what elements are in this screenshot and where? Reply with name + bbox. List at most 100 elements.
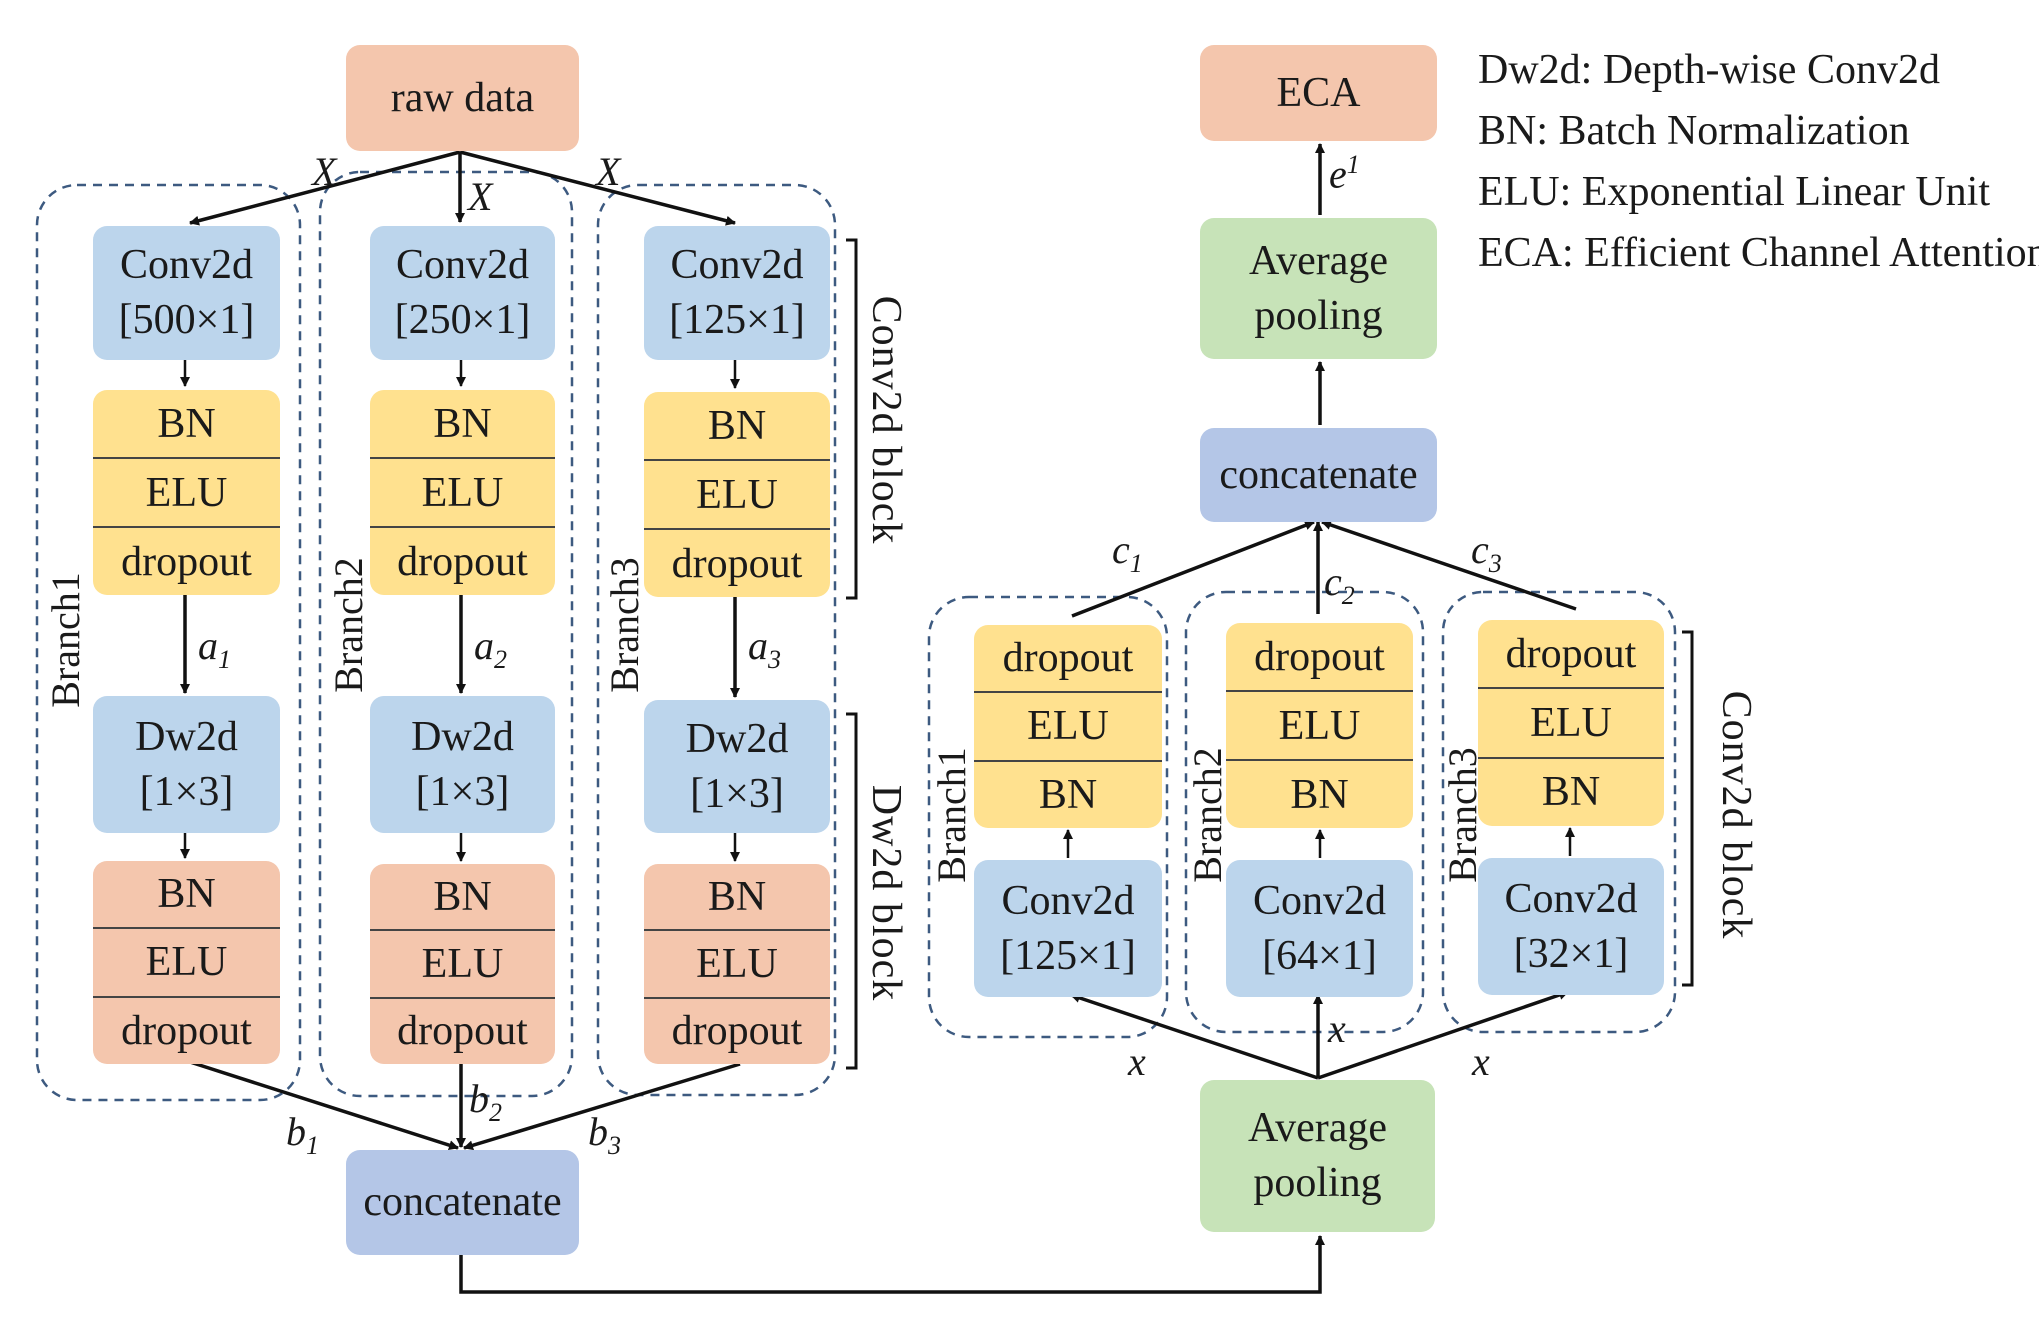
conv-label: Conv2d bbox=[119, 242, 253, 289]
right-branch1-conv-box: Conv2d [125×1] bbox=[974, 860, 1162, 997]
c2-label: c2 bbox=[1324, 559, 1355, 610]
input-var-left-1: X bbox=[312, 149, 337, 194]
left-branch2-dw-stack: BN ELU dropout bbox=[370, 864, 555, 1064]
conv-kernel: [125×1] bbox=[1000, 932, 1136, 979]
a2-label: a2 bbox=[474, 623, 507, 674]
legend-item-eca: ECA: Efficient Channel Attention bbox=[1478, 230, 2039, 276]
left-dw-bracket bbox=[846, 712, 858, 1070]
b1-label: b1 bbox=[286, 1109, 319, 1160]
elu-layer: ELU bbox=[974, 691, 1162, 759]
concatenate-label: concatenate bbox=[1219, 451, 1418, 498]
raw-data-box: raw data bbox=[346, 45, 579, 151]
right-branch3-frame bbox=[1441, 590, 1677, 1034]
left-conv-block-label: Conv2d block bbox=[863, 295, 909, 545]
left-concatenate-box: concatenate bbox=[346, 1150, 579, 1255]
dw-label: Dw2d bbox=[135, 713, 238, 760]
right-branch3-stack: dropout ELU BN bbox=[1478, 620, 1664, 826]
left-branch1-bn-stack: BN ELU dropout bbox=[93, 390, 280, 595]
arrow-raw-to-conv1 bbox=[189, 150, 461, 226]
dropout-layer: dropout bbox=[370, 996, 555, 1064]
elu-layer: ELU bbox=[93, 457, 280, 526]
concatenate-label: concatenate bbox=[363, 1179, 562, 1226]
bn-layer: BN bbox=[1478, 756, 1664, 826]
left-branch3-conv-box: Conv2d [125×1] bbox=[644, 226, 830, 360]
legend-item-dw2d: Dw2d: Depth-wise Conv2d bbox=[1478, 47, 1940, 93]
b2-label: b2 bbox=[469, 1076, 502, 1127]
conv-label: Conv2d bbox=[670, 242, 804, 289]
input-var-right-1: x bbox=[1128, 1039, 1146, 1084]
elu-layer: ELU bbox=[644, 459, 830, 528]
c3-label: c3 bbox=[1471, 527, 1502, 578]
dw-label: Dw2d bbox=[411, 713, 514, 760]
dropout-layer: dropout bbox=[93, 995, 280, 1064]
b3-label: b3 bbox=[588, 1109, 621, 1160]
legend: Dw2d: Depth-wise Conv2d BN: Batch Normal… bbox=[1478, 40, 2039, 284]
right-branch2-stack: dropout ELU BN bbox=[1226, 623, 1413, 828]
right-branch3-label: Branch3 bbox=[1440, 747, 1485, 883]
right-branch1-frame bbox=[927, 595, 1169, 1039]
dw-kernel: [1×3] bbox=[139, 768, 234, 815]
elu-layer: ELU bbox=[370, 929, 555, 996]
left-branch3-frame bbox=[596, 183, 837, 1097]
right-conv-block-label: Conv2d block bbox=[1713, 690, 1759, 940]
right-branch3-conv-box: Conv2d [32×1] bbox=[1478, 858, 1664, 995]
right-concatenate-box: concatenate bbox=[1200, 428, 1437, 522]
dw-kernel: [1×3] bbox=[415, 768, 510, 815]
left-branch1-conv-box: Conv2d [500×1] bbox=[93, 226, 280, 360]
pooling-label-line1: Average bbox=[1248, 237, 1389, 284]
arrow-raw-to-conv3 bbox=[459, 150, 736, 226]
connector-left-to-right bbox=[459, 1235, 1325, 1294]
left-branch3-dw-box: Dw2d [1×3] bbox=[644, 700, 830, 833]
dropout-layer: dropout bbox=[644, 528, 830, 597]
left-branch2-bn-stack: BN ELU dropout bbox=[370, 390, 555, 595]
conv-label: Conv2d bbox=[1504, 875, 1638, 922]
arrow-b3 bbox=[463, 1062, 741, 1151]
left-branch2-conv-box: Conv2d [250×1] bbox=[370, 226, 555, 360]
input-var-left-3: X bbox=[596, 149, 621, 194]
eca-label: ECA bbox=[1276, 69, 1361, 116]
left-branch3-bn-stack: BN ELU dropout bbox=[644, 392, 830, 597]
right-conv-bracket bbox=[1682, 630, 1694, 987]
bn-layer: BN bbox=[157, 871, 216, 918]
dropout-layer: dropout bbox=[1505, 630, 1637, 677]
eca-box: ECA bbox=[1200, 45, 1437, 141]
left-conv-bracket bbox=[846, 238, 858, 600]
elu-layer: ELU bbox=[1226, 690, 1413, 759]
elu-layer: ELU bbox=[370, 457, 555, 526]
a3-label: a3 bbox=[748, 623, 781, 674]
conv-kernel: [125×1] bbox=[669, 297, 805, 343]
left-branch2-dw-box: Dw2d [1×3] bbox=[370, 696, 555, 833]
bn-layer: BN bbox=[707, 402, 767, 449]
arrow-b1 bbox=[189, 1060, 459, 1151]
dropout-layer: dropout bbox=[93, 526, 280, 595]
right-top-pooling-box: Average pooling bbox=[1200, 218, 1437, 359]
dropout-layer: dropout bbox=[644, 996, 830, 1064]
left-branch1-label: Branch1 bbox=[43, 572, 88, 708]
bn-layer: BN bbox=[157, 400, 216, 447]
left-branch3-label: Branch3 bbox=[602, 557, 647, 693]
conv-kernel: [64×1] bbox=[1262, 932, 1377, 979]
dropout-layer: dropout bbox=[1002, 635, 1134, 682]
left-branch1-dw-stack: BN ELU dropout bbox=[93, 861, 280, 1064]
dw-kernel: [1×3] bbox=[690, 770, 784, 817]
dropout-layer: dropout bbox=[1254, 633, 1385, 680]
right-branch2-frame bbox=[1184, 590, 1425, 1034]
bn-layer: BN bbox=[433, 400, 492, 447]
bn-layer: BN bbox=[1226, 759, 1413, 828]
conv-label: Conv2d bbox=[1252, 877, 1386, 924]
dropout-layer: dropout bbox=[370, 526, 555, 595]
left-branch3-dw-stack: BN ELU dropout bbox=[644, 864, 830, 1064]
left-branch1-dw-box: Dw2d [1×3] bbox=[93, 696, 280, 833]
elu-layer: ELU bbox=[93, 927, 280, 995]
legend-item-elu: ELU: Exponential Linear Unit bbox=[1478, 169, 1991, 215]
right-branch1-label: Branch1 bbox=[929, 747, 974, 883]
c1-label: c1 bbox=[1112, 527, 1143, 578]
right-branch2-label: Branch2 bbox=[1185, 747, 1230, 883]
left-branch2-frame bbox=[318, 170, 574, 1098]
elu-layer: ELU bbox=[644, 929, 830, 996]
pooling-label-line1: Average bbox=[1247, 1105, 1388, 1152]
input-var-right-3: x bbox=[1472, 1039, 1490, 1084]
legend-item-bn: BN: Batch Normalization bbox=[1478, 108, 1910, 154]
